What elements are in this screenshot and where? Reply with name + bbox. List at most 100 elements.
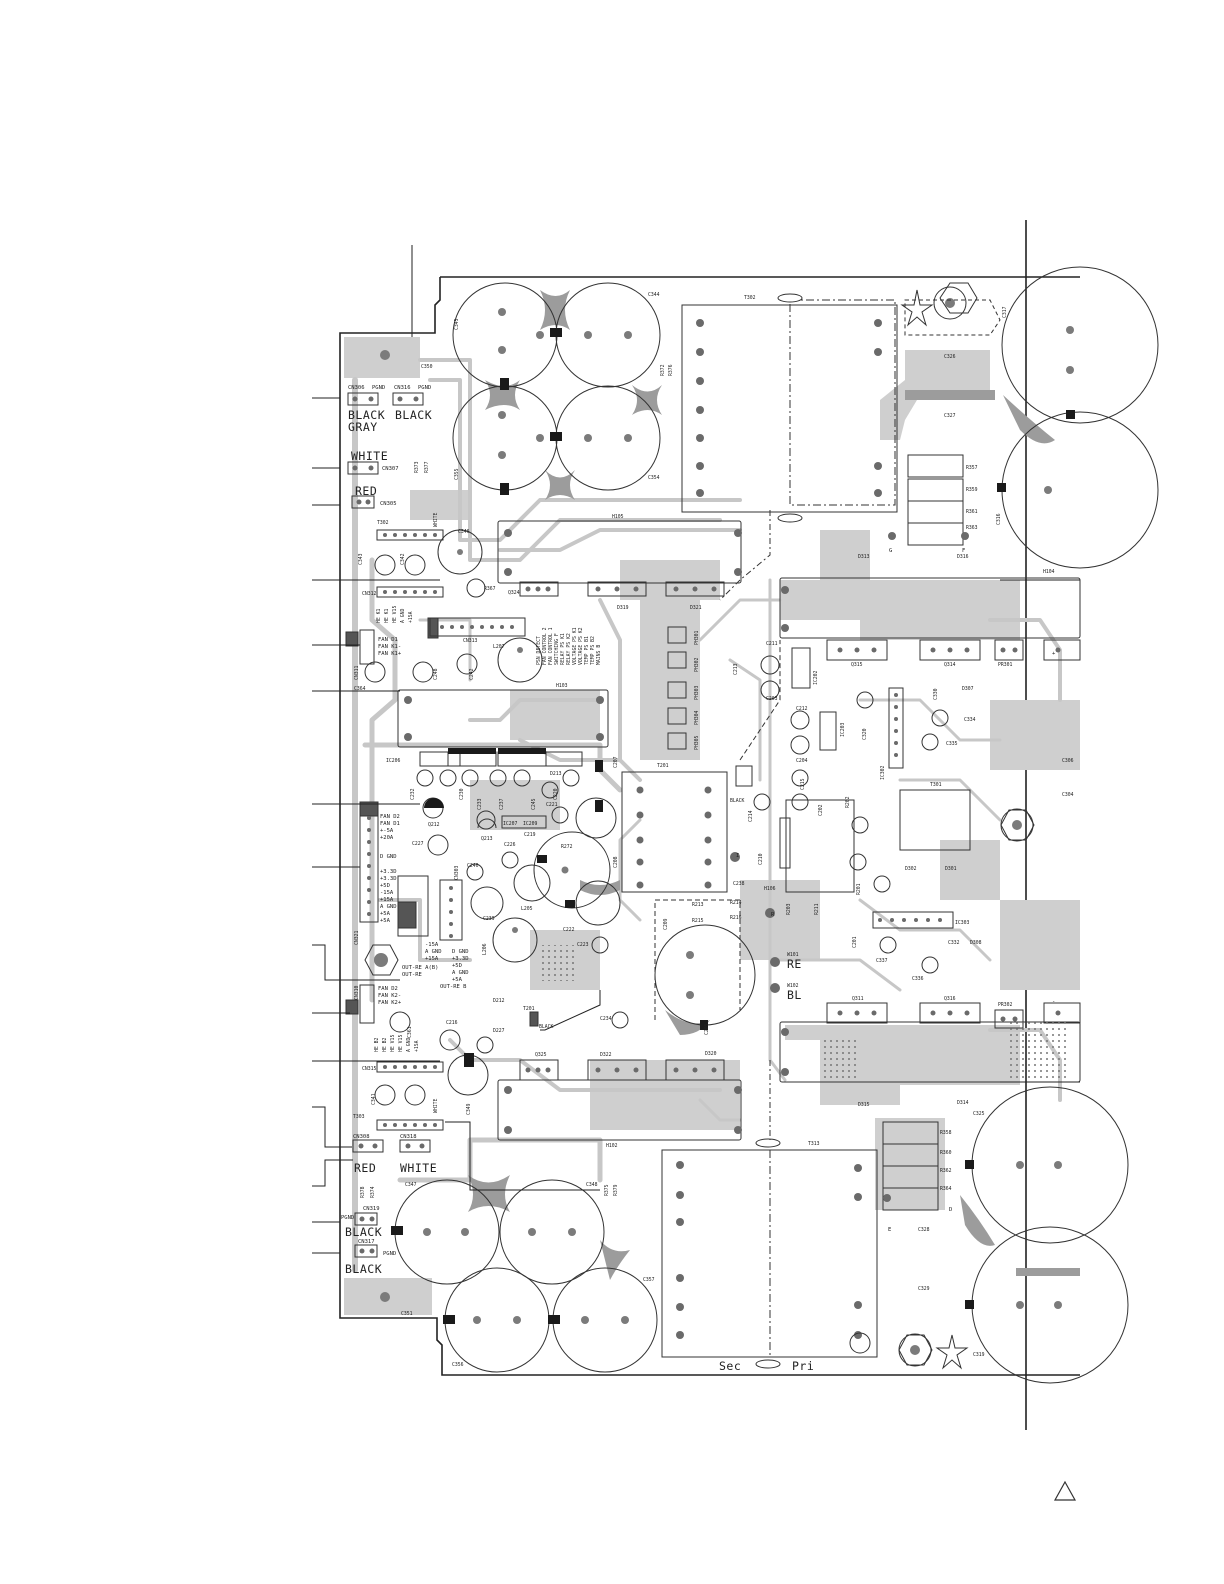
designator: IC203 <box>840 722 846 737</box>
designator: C211 <box>766 641 778 647</box>
designator: T302 <box>377 520 389 526</box>
warning-triangle-icon <box>1053 1480 1077 1501</box>
label-cn305: CN305 <box>380 501 397 507</box>
test-point-label: E <box>888 1227 891 1233</box>
net-label: WHITE <box>433 512 439 527</box>
capacitor-fillets <box>468 290 1080 1280</box>
designator: C320 <box>862 728 868 740</box>
designator: C248 <box>433 668 439 680</box>
designator: C330 <box>933 688 939 700</box>
designator: D313 <box>858 554 870 560</box>
net-label: HE B2 <box>374 1037 380 1052</box>
net-label: +20A <box>380 835 394 841</box>
designator: IC209 <box>523 821 538 827</box>
designator: D314 <box>957 1100 969 1106</box>
callout-lines <box>312 397 1080 1254</box>
label-cn316: CN316 <box>394 385 411 391</box>
designator: C223 <box>577 942 589 948</box>
designator: Q315 <box>851 662 863 668</box>
net-label: VOLTAGE PS K2 <box>578 627 584 665</box>
designator: C210 <box>758 853 764 865</box>
designator: PR301 <box>998 662 1013 668</box>
designator: C242 <box>469 668 475 680</box>
designator: C245 <box>531 798 537 810</box>
power-semiconductors <box>419 581 1081 1081</box>
designator: Q314 <box>944 662 956 668</box>
net-label: D GND <box>380 854 397 860</box>
designator: C325 <box>973 1111 985 1117</box>
designator: C232 <box>410 788 416 800</box>
designator: C335 <box>946 741 958 747</box>
designator: Q324 <box>508 590 520 596</box>
designator: PR302 <box>998 1002 1013 1008</box>
wire-label-red: RED <box>355 484 377 498</box>
designator: C234 <box>600 1016 612 1022</box>
wire-label-gray: GRAY <box>348 420 378 434</box>
designator: T313 <box>808 1141 820 1147</box>
net-label: D GND <box>452 949 469 955</box>
designator: R360 <box>940 1150 952 1156</box>
designator: D308 <box>970 940 982 946</box>
designator: C212 <box>796 706 808 712</box>
designator: R362 <box>940 1168 952 1174</box>
net-label: FAN K1- <box>378 644 401 650</box>
designator: IC206 <box>386 758 401 764</box>
copper-pours <box>344 337 1080 1315</box>
designator: D316 <box>957 554 969 560</box>
designator: C347 <box>405 1182 417 1188</box>
designator: PH305 <box>694 735 700 750</box>
designator: R374 <box>370 1186 376 1198</box>
net-label: +5D <box>452 963 462 969</box>
net-label: RELAY PS K1 <box>560 633 566 665</box>
designator: PH303 <box>694 685 700 700</box>
label-cn317: CN317 <box>358 1239 375 1245</box>
designator: C316 <box>996 513 1002 525</box>
designator: C226 <box>504 842 516 848</box>
label-cn306: CN306 <box>348 385 365 391</box>
designator: C351 <box>401 1311 413 1317</box>
designator: C216 <box>446 1020 458 1026</box>
designator: C304 <box>1062 792 1074 798</box>
small-components <box>345 282 1070 1370</box>
polarity-label: + <box>1052 651 1056 657</box>
designator: T201 <box>523 1006 535 1012</box>
net-label: A GND <box>425 949 442 955</box>
designator: D319 <box>617 605 629 611</box>
designator: C205 <box>704 1023 710 1035</box>
net-label: HE V15 <box>398 1035 404 1052</box>
designator: C207 <box>613 756 619 768</box>
designator: R358 <box>940 1130 952 1136</box>
net-label: BLACK <box>539 1024 554 1030</box>
net-labels: FAN D2 FAN D1 +-5A +20A D GND +3.3D +3.3… <box>374 512 1056 1233</box>
net-label: HE V15 <box>392 606 398 623</box>
net-label: RELAY PS K2 <box>566 633 572 665</box>
designator: D315 <box>858 1102 870 1108</box>
designator: C317 <box>1002 306 1008 318</box>
net-label: HE B2 <box>382 1037 388 1052</box>
designator: CN311 <box>354 665 360 680</box>
net-label: FAN D2 <box>378 986 398 992</box>
net-label: OUT-RE A(B) <box>402 965 438 971</box>
designator: D301 <box>945 866 957 872</box>
net-label: TEMP PS B1 <box>584 636 590 665</box>
wire-label-black: BLACK <box>345 1262 382 1276</box>
net-label: HE K1 <box>384 608 390 623</box>
designator: C332 <box>948 940 960 946</box>
designator: C361 <box>407 1026 413 1038</box>
net-label: -15A <box>425 942 439 948</box>
designator: R364 <box>940 1186 952 1192</box>
net-label: BLACK <box>730 798 745 804</box>
designator: CN321 <box>354 930 360 945</box>
designator: C208 <box>613 856 619 868</box>
designator: R203 <box>786 903 792 915</box>
label-bl: BL <box>787 988 802 1002</box>
designator: Q316 <box>944 996 956 1002</box>
designator: R373 <box>414 461 420 473</box>
designator: C364 <box>354 686 366 692</box>
designator: C345 <box>454 318 460 330</box>
designator: C356 <box>452 1362 464 1368</box>
designator: D321 <box>690 605 702 611</box>
designator: R272 <box>561 844 573 850</box>
designator: R359 <box>966 487 978 493</box>
